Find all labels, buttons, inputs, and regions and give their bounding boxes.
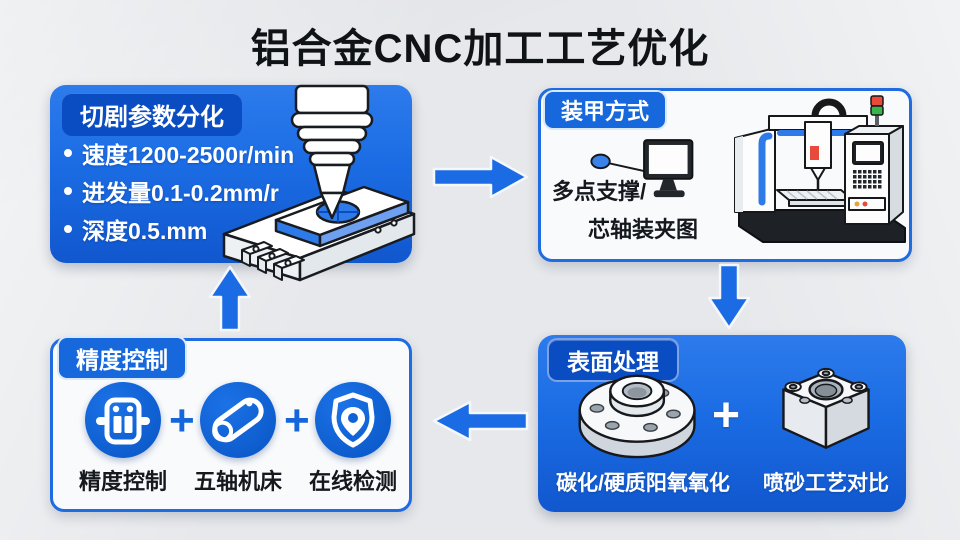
flange-part-illustration <box>578 374 696 459</box>
fixture-icon <box>96 397 150 445</box>
surface-plus: + <box>712 389 741 442</box>
clamping-caption-line2: 芯轴装夹图 <box>588 217 699 242</box>
precision-item-machine <box>200 382 276 458</box>
precision-plus: + <box>284 396 310 445</box>
arrow-up-icon <box>208 265 252 332</box>
bullet-item: 深度0.5.mm <box>64 210 294 248</box>
monitor-probe-icon <box>590 139 694 198</box>
arrow-down-icon <box>707 263 751 330</box>
surface-badge: 表面处理 <box>547 338 679 382</box>
bullet-dot-icon <box>64 187 72 195</box>
bullet-text: 速度1200-2500r/min <box>82 142 295 168</box>
bullet-text: 进发量0.1-0.2mm/r <box>82 180 279 206</box>
precision-item-label: 在线检测 <box>308 469 397 494</box>
bullet-dot-icon <box>64 225 72 233</box>
bullet-dot-icon <box>64 149 72 157</box>
cnc-machine-illustration <box>734 95 906 243</box>
bullet-item: 速度1200-2500r/min <box>64 134 294 172</box>
precision-badge: 精度控制 <box>57 336 187 380</box>
precision-item-label: 五轴机床 <box>193 469 282 494</box>
bullet-text: 深度0.5.mm <box>82 218 208 244</box>
precision-item-inspect <box>315 382 391 458</box>
cutting-bullet-list: 速度1200-2500r/min 进发量0.1-0.2mm/r 深度0.5.mm <box>64 134 294 248</box>
surface-left-label: 碳化/硬质阳氧氧化 <box>556 472 730 495</box>
cylinder-icon <box>212 397 264 443</box>
surface-right-label: 喷砂工艺对比 <box>763 472 889 495</box>
clamping-caption-line1: 多点支撑/ <box>552 179 647 204</box>
block-part-illustration <box>782 367 870 449</box>
precision-plus: + <box>169 396 195 445</box>
clamping-badge: 装甲方式 <box>543 90 668 130</box>
precision-item-label: 精度控制 <box>78 469 167 494</box>
cutting-badge: 切剧参数分化 <box>62 93 242 136</box>
precision-item-fixture <box>85 382 161 458</box>
shield-pin-icon <box>331 392 375 448</box>
arrow-left-icon <box>432 400 529 442</box>
bullet-item: 进发量0.1-0.2mm/r <box>64 172 294 210</box>
cnc-spindle-milling-illustration <box>222 84 416 282</box>
page-title: 铝合金CNC加工工艺优化 <box>250 27 710 71</box>
arrow-right-icon <box>432 155 529 199</box>
